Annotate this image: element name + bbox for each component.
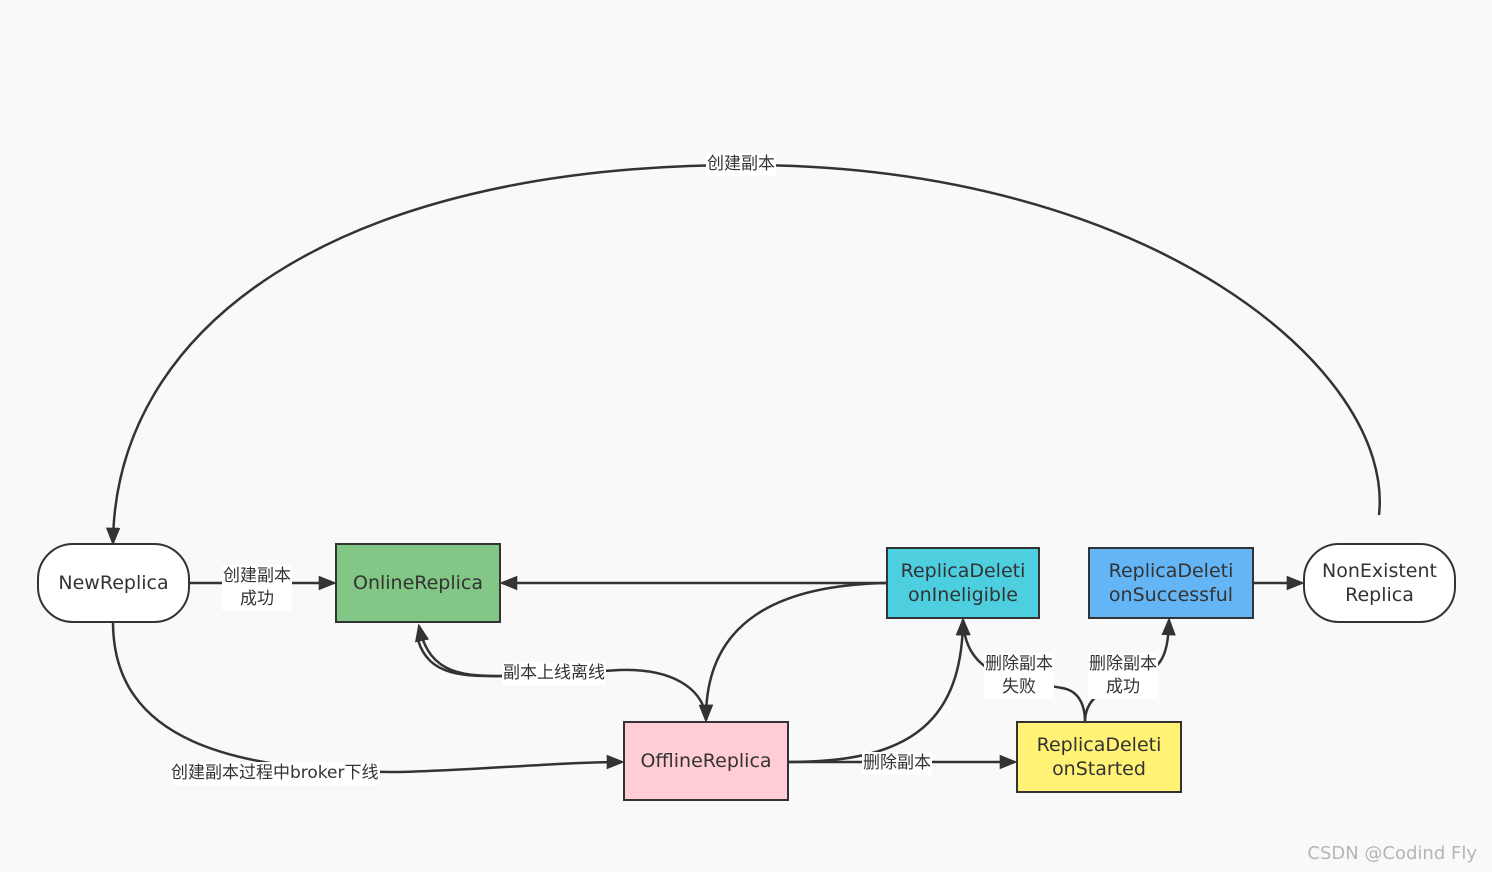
node-offline-replica: OfflineReplica bbox=[623, 721, 789, 801]
label-online-offline: 副本上线离线 bbox=[502, 662, 606, 685]
label-delete-replica: 删除副本 bbox=[862, 752, 932, 775]
node-replica-deletion-ineligible: ReplicaDeleti onIneligible bbox=[886, 547, 1040, 619]
node-non-existent-replica: NonExistent Replica bbox=[1303, 543, 1456, 623]
watermark: CSDN @Codind Fly bbox=[1307, 843, 1477, 864]
node-replica-deletion-successful: ReplicaDeleti onSuccessful bbox=[1088, 547, 1254, 619]
label-broker-offline: 创建副本过程中broker下线 bbox=[170, 762, 380, 785]
label-delete-success: 删除副本 成功 bbox=[1088, 653, 1158, 699]
edge-create-replica-top bbox=[105, 163, 1381, 546]
label-create-success: 创建副本 成功 bbox=[222, 565, 292, 611]
node-online-replica: OnlineReplica bbox=[335, 543, 501, 623]
edge-broker-offline bbox=[111, 621, 625, 774]
node-replica-deletion-started: ReplicaDeleti onStarted bbox=[1016, 721, 1182, 793]
label-delete-failed: 删除副本 失败 bbox=[984, 653, 1054, 699]
label-create-replica-top: 创建副本 bbox=[706, 153, 776, 176]
edge-offline-to-ineligible bbox=[788, 617, 971, 764]
edge-ineligible-to-offline bbox=[698, 581, 888, 723]
node-new-replica: NewReplica bbox=[37, 543, 190, 623]
